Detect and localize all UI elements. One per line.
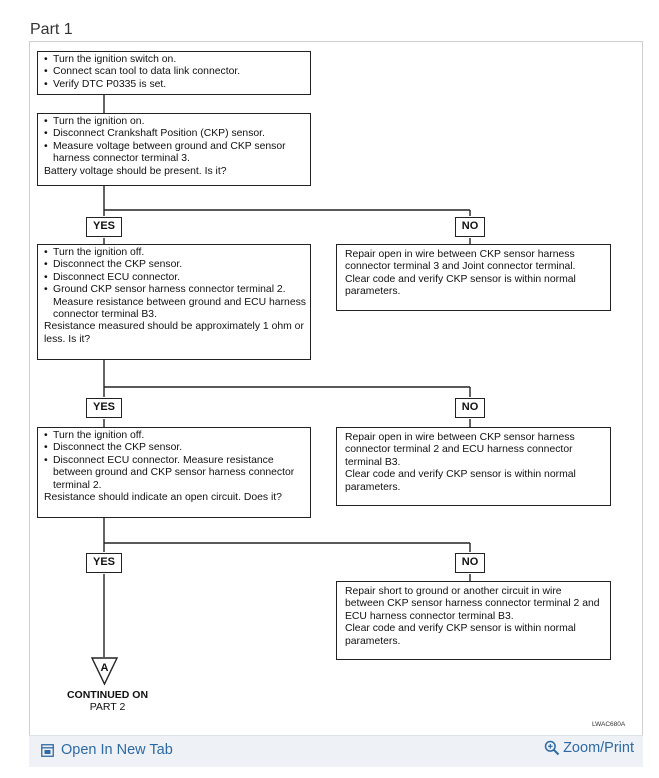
zoom-print-link[interactable]: Zoom/Print	[544, 740, 634, 756]
yes-label-2: YES	[86, 398, 122, 418]
step-1-box: Turn the ignition switch on. Connect sca…	[37, 51, 311, 95]
continued-note: CONTINUED ON PART 2	[55, 689, 160, 713]
open-new-tab-label: Open In New Tab	[61, 742, 173, 758]
step-3-question: Resistance measured should be approximat…	[44, 321, 304, 345]
repair-1-text: Repair open in wire between CKP sensor h…	[345, 249, 576, 273]
offpage-connector-triangle	[90, 657, 119, 686]
step-2-item: Disconnect Crankshaft Position (CKP) sen…	[42, 128, 306, 141]
step-3-item: Disconnect ECU connector.	[42, 272, 306, 285]
offpage-connector-letter: A	[101, 662, 109, 674]
continued-line-1: CONTINUED ON	[66, 689, 149, 701]
repair-2-text: Clear code and verify CKP sensor is with…	[345, 469, 576, 493]
magnifier-icon	[544, 740, 560, 756]
step-3-item: Ground CKP sensor harness connector term…	[42, 284, 306, 321]
step-1-item: Connect scan tool to data link connector…	[42, 66, 306, 79]
repair-box-1: Repair open in wire between CKP sensor h…	[336, 244, 611, 311]
repair-3-text: Clear code and verify CKP sensor is with…	[345, 623, 576, 647]
step-2-question: Battery voltage should be present. Is it…	[44, 165, 227, 177]
step-2-item: Measure voltage between ground and CKP s…	[42, 141, 306, 166]
repair-box-2: Repair open in wire between CKP sensor h…	[336, 427, 611, 506]
step-3-item: Disconnect the CKP sensor.	[42, 259, 306, 272]
step-4-item: Disconnect the CKP sensor.	[42, 442, 306, 455]
yes-label-3: YES	[86, 553, 122, 573]
step-3-item: Turn the ignition off.	[42, 247, 306, 260]
repair-box-3: Repair short to ground or another circui…	[336, 581, 611, 660]
image-footer-bar: Open In New Tab Zoom/Print	[29, 735, 643, 767]
no-label-2: NO	[455, 398, 485, 418]
step-1-item: Turn the ignition switch on.	[42, 54, 306, 67]
flowchart-connectors: A	[90, 95, 471, 686]
no-label-3: NO	[455, 553, 485, 573]
step-4-item: Turn the ignition off.	[42, 430, 306, 443]
continued-line-2: PART 2	[89, 701, 126, 713]
step-3-box: Turn the ignition off. Disconnect the CK…	[37, 244, 311, 360]
step-2-box: Turn the ignition on. Disconnect Cranksh…	[37, 113, 311, 186]
repair-1-text: Clear code and verify CKP sensor is with…	[345, 273, 576, 298]
repair-2-text: Repair open in wire between CKP sensor h…	[345, 432, 575, 468]
step-4-box: Turn the ignition off. Disconnect the CK…	[37, 427, 311, 518]
yes-label-1: YES	[86, 217, 122, 237]
page-title: Part 1	[30, 21, 73, 38]
figure-code: LWAC680A	[592, 721, 626, 728]
step-1-item: Verify DTC P0335 is set.	[42, 79, 306, 92]
step-4-question: Resistance should indicate an open circu…	[44, 492, 282, 504]
open-new-tab-link[interactable]: Open In New Tab	[41, 742, 173, 758]
step-4-item: Disconnect ECU connector. Measure resist…	[42, 455, 306, 492]
repair-3-text: Repair short to ground or another circui…	[345, 586, 600, 622]
no-label-1: NO	[455, 217, 485, 237]
open-new-tab-icon	[41, 743, 54, 757]
zoom-print-label: Zoom/Print	[563, 740, 634, 756]
step-2-item: Turn the ignition on.	[42, 116, 306, 129]
